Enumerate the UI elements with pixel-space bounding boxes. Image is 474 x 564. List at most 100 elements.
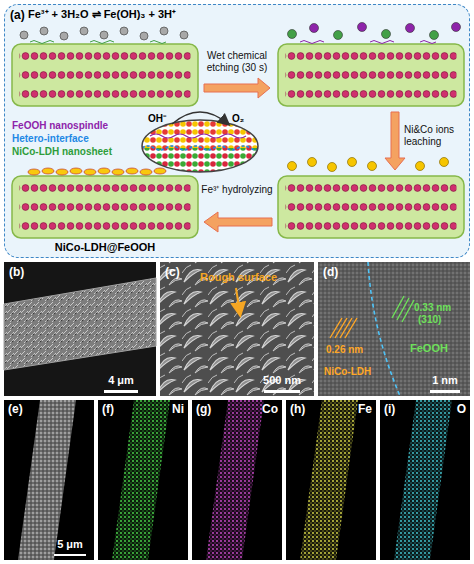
tem-image — [318, 262, 470, 396]
panel-letter: (f) — [102, 403, 114, 417]
leached-ions — [288, 23, 461, 44]
proton-ions — [20, 31, 28, 39]
step-label: Wet chemical etching (30 s) — [201, 50, 273, 73]
eds-map — [206, 400, 264, 560]
feooh-layer — [98, 168, 110, 174]
step-label: Ni&Co ions leaching — [404, 124, 468, 147]
iron-ions — [416, 162, 425, 171]
interface-inset — [142, 146, 262, 150]
proton-ions — [160, 27, 168, 35]
image-panel: (c) Rough surface 500 nm — [160, 262, 314, 396]
sem-image — [236, 288, 240, 314]
inset-label: NiCo-LDH nanosheet — [12, 146, 112, 158]
eds-map — [380, 400, 470, 560]
scale-label: 500 nm — [263, 374, 301, 387]
image-panel: (i)O — [380, 400, 470, 560]
eds-map — [394, 400, 452, 560]
proton-ions — [80, 27, 88, 35]
leached-ions — [288, 30, 297, 39]
eds-map — [192, 400, 282, 560]
ldh-slab — [278, 176, 464, 238]
image-panel: (g) Co — [192, 400, 282, 560]
leached-ions — [406, 24, 415, 33]
image-panel: (d) 0.33 nm(310) FeOOH 0.26 nm NiCo-LDH 1 nm — [318, 262, 470, 396]
iron-ions — [368, 162, 377, 171]
ldh-slab — [12, 44, 198, 106]
scale-label: 5 μm — [57, 538, 83, 551]
interface-inset — [142, 112, 262, 174]
leached-ions — [334, 31, 343, 40]
feooh-layer — [28, 168, 166, 175]
proton-ions — [100, 31, 108, 39]
product-label: NiCo-LDH@FeOOH — [55, 241, 156, 254]
phase-label: FeOOH — [410, 342, 448, 355]
image-panel: (b) 4 μm — [4, 262, 156, 396]
panel-letter: (h) — [290, 403, 305, 417]
proton-ions — [180, 31, 188, 39]
panel-a-ground — [4, 4, 470, 258]
tem-image — [318, 262, 470, 396]
element-name: Co — [262, 403, 278, 417]
proton-ions — [20, 27, 188, 44]
tem-image — [392, 296, 414, 322]
feooh-layer — [84, 169, 96, 175]
eds-map — [286, 400, 376, 560]
eds-map — [112, 400, 170, 560]
feooh-layer — [154, 168, 166, 174]
feooh-layer — [42, 168, 54, 174]
spacing-label: 0.33 nm — [414, 302, 451, 314]
phase-label: NiCo-LDH — [324, 366, 371, 378]
eds-map — [18, 400, 76, 560]
callout-label: Rough surface — [200, 271, 277, 284]
process-arrow — [204, 78, 270, 98]
panel-letter: (c) — [165, 266, 180, 280]
proton-ions — [30, 41, 166, 44]
leached-ions — [382, 30, 391, 39]
feooh-layer — [126, 168, 138, 174]
leached-ions — [452, 23, 461, 32]
iron-ions — [308, 158, 317, 167]
proton-ions — [140, 32, 148, 40]
panel-letter: (i) — [384, 403, 395, 417]
sem-image — [4, 262, 156, 396]
tem-image — [430, 390, 460, 393]
process-arrow — [385, 112, 405, 170]
panel-letter: (d) — [323, 266, 338, 280]
image-panel: (f)Ni — [98, 400, 188, 560]
tem-image — [330, 318, 357, 338]
iron-ions — [288, 158, 449, 172]
leached-ions — [358, 23, 367, 32]
scale-label: 1 nm — [432, 374, 458, 387]
feooh-layer — [56, 169, 68, 175]
interface-inset — [150, 134, 246, 138]
panel-letter: (b) — [9, 266, 24, 280]
ldh-slab — [12, 176, 198, 238]
feooh-layer — [112, 169, 124, 175]
element-name: Fe — [358, 403, 372, 417]
image-panel: (e)5 μm — [4, 400, 94, 560]
spacing-label: 0.26 nm — [326, 344, 363, 356]
leached-ions — [300, 41, 436, 44]
feooh-layer — [70, 168, 82, 174]
feooh-layer — [28, 169, 40, 175]
proton-ions — [60, 32, 68, 40]
interface-inset — [172, 112, 228, 124]
leached-ions — [430, 31, 439, 40]
inset-label: FeOOH nanospindle — [12, 120, 108, 132]
sem-image — [4, 262, 314, 396]
tem-image — [368, 262, 400, 396]
eds-map — [98, 400, 188, 560]
sem-image — [4, 278, 156, 370]
sem-image — [160, 262, 314, 396]
scale-label: 4 μm — [108, 374, 134, 387]
panel-letter: (g) — [196, 403, 211, 417]
proton-ions — [120, 27, 128, 35]
process-arrow — [204, 212, 272, 232]
species-label: OH⁻ — [148, 113, 166, 125]
eds-map — [54, 554, 86, 556]
proton-ions — [40, 27, 48, 35]
leached-ions — [310, 24, 319, 33]
plane-label: (310) — [418, 314, 441, 326]
ldh-slab — [12, 44, 464, 238]
interface-inset — [142, 120, 258, 172]
